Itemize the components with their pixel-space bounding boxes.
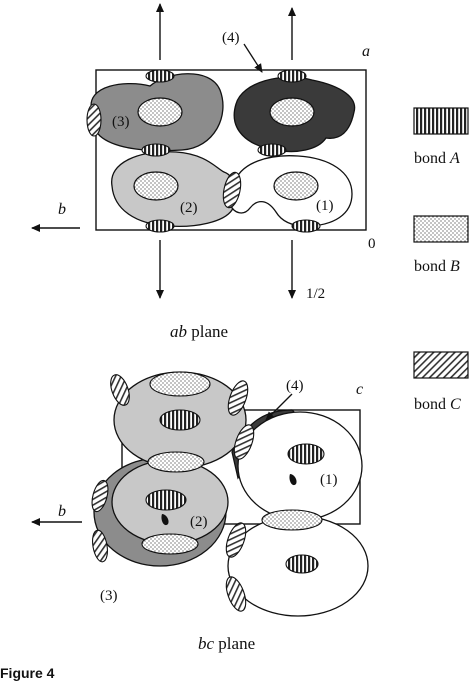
bond-c-6 [92,529,108,563]
legend-prefix-a: bond [414,150,450,167]
bond-c-middle [222,171,242,209]
legend [413,107,469,379]
bond-c-3 [233,424,255,460]
bond-a-hole-lower [145,489,187,511]
bond-c-2 [110,374,130,406]
legend-letter-a: A [450,150,460,167]
bond-b-hole-3 [137,97,183,127]
legend-swatch-bond-b [413,215,469,243]
caption-ab-plane: ab plane [170,322,228,342]
bond-a-mid-left [141,143,171,157]
bond-a-mid-right [257,143,287,157]
bond-a-hole-bottom [285,554,319,574]
legend-prefix-c: bond [414,396,450,413]
bond-b-bottom [141,533,199,555]
bond-c-4 [91,479,109,513]
unit-cell-ab [95,69,367,231]
pointer-4-label-bottom: (4) [286,378,304,394]
legend-label-bond-a: bond A [414,150,460,168]
caption-bc-rest: plane [214,634,256,653]
marker-left [161,514,169,526]
marker-right [289,474,297,486]
legend-letter-c: C [450,396,461,413]
axis-c-label: c [356,381,363,398]
caption-ab-italic: ab [170,322,187,341]
axis-b-label-top: b [58,201,66,218]
bond-a-top-left [145,69,175,83]
bond-a-hole-upper [159,409,201,431]
bond-b-hole-1 [273,171,319,201]
legend-label-bond-b: bond B [414,258,460,276]
bond-c-left [86,103,102,137]
figure-label: Figure 4 [0,665,55,681]
bond-c-5 [225,522,247,558]
mol-label-1-top: (1) [316,198,334,214]
bond-b-hole-4 [269,97,315,127]
bond-c-7 [225,576,247,612]
bond-a-bottom-left [145,219,175,233]
bc-plane-panel: (4) c b (1) (2) (3) [31,371,369,617]
bond-b-top [149,371,211,397]
pointer-4-label-top: (4) [222,30,240,46]
pointer-4-top [243,43,263,73]
legend-swatch-bond-c [413,351,469,379]
ab-plane-panel: (4) a b 0 1/2 (3) (2) (1) [31,3,376,302]
caption-bc-plane: bc plane [198,634,255,654]
bond-b-mid-right [261,509,323,531]
legend-letter-b: B [450,258,460,275]
bond-a-bottom-right [291,219,321,233]
bond-a-top-right [277,69,307,83]
molecule-1-bottom [237,411,363,521]
bond-c-1 [227,380,249,416]
legend-swatch-bond-a [413,107,469,135]
half-label: 1/2 [306,286,325,302]
mol-label-2-top: (2) [180,200,198,216]
mol-label-2-bottom: (2) [190,514,208,530]
mol-label-3-top: (3) [112,114,130,130]
bond-b-mid-left [147,451,205,473]
origin-label: 0 [368,236,376,252]
bond-b-hole-2 [133,171,179,201]
legend-label-bond-c: bond C [414,396,461,414]
caption-ab-rest: plane [187,322,229,341]
caption-bc-italic: bc [198,634,215,653]
pointer-4-bottom [265,393,293,421]
axis-b-label-bottom: b [58,503,66,520]
bond-a-hole-right [287,443,325,465]
mol-label-3-bottom: (3) [100,588,118,604]
legend-prefix-b: bond [414,258,450,275]
axis-a-label: a [362,43,370,60]
mol-label-1-bottom: (1) [320,472,338,488]
